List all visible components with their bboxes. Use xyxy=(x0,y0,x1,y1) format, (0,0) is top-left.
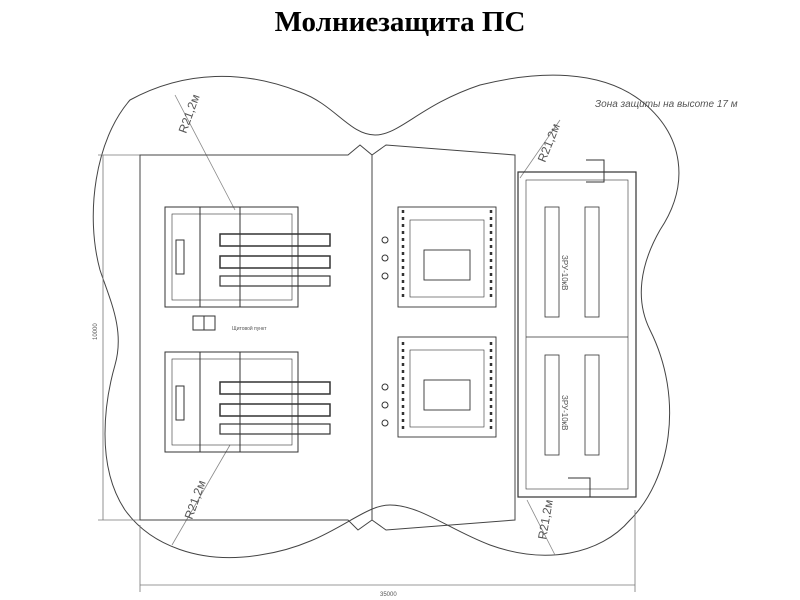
switchgear-cell-lower xyxy=(397,336,497,438)
switchgear-building xyxy=(517,159,637,498)
width-dimension-label: 35000 xyxy=(380,592,397,598)
height-dimension-label: 10000 xyxy=(93,323,99,340)
building-label-lower: ЗРУ-10кВ xyxy=(560,395,569,430)
central-area xyxy=(371,144,516,531)
switchyard-area xyxy=(139,144,373,531)
height-dimension xyxy=(98,154,140,521)
page-title: Молниезащита ПС xyxy=(274,6,526,38)
radius-label-bottom-right: R21,2м xyxy=(535,498,556,540)
width-dimension xyxy=(139,510,636,592)
transformer-bay-upper xyxy=(164,206,331,308)
switchgear-cell-upper xyxy=(397,206,497,308)
control-panel-label: Щитовой пункт xyxy=(232,325,267,332)
radius-label-top-left: R21,2м xyxy=(176,92,203,135)
building-label-upper: ЗРУ-10кВ xyxy=(560,255,569,290)
lightning-rods xyxy=(381,236,389,427)
radius-label-top-right: R21,2м xyxy=(535,122,563,165)
radius-label-bottom-left: R21,2м xyxy=(182,478,209,521)
zone-label: Зона защиты на высоте 17 м xyxy=(595,99,738,110)
control-panel xyxy=(192,315,216,331)
protection-zone-outline xyxy=(92,74,680,559)
transformer-bay-lower xyxy=(164,351,331,453)
radius-lines xyxy=(171,94,561,556)
